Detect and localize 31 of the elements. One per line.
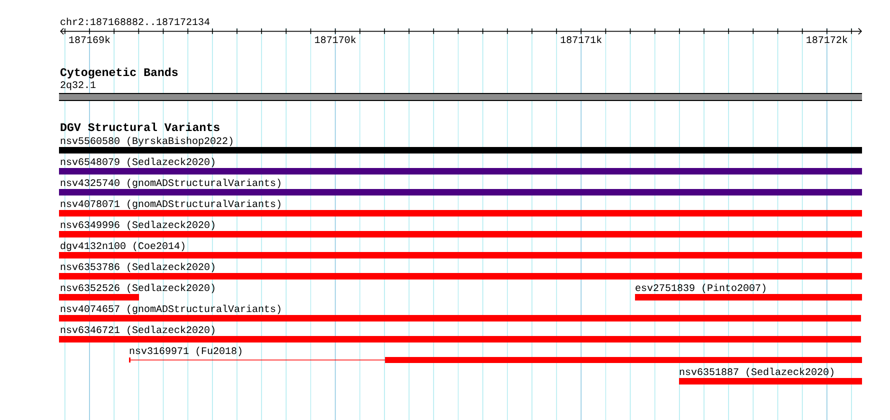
node-label: nsv6351887 (Sedlazeck2020) — [680, 368, 834, 378]
variant-feature: nsv6346721 (Sedlazeck2020) — [59, 326, 862, 342]
node-label: nsv5560580 (ByrskaBishop2022) — [60, 136, 232, 146]
variant-feature: nsv6548079 (Sedlazeck2020) — [59, 158, 862, 174]
variant-feature: nsv6351887 (Sedlazeck2020) — [679, 368, 862, 384]
node-label: nsv6352526 (Sedlazeck2020) — [60, 284, 214, 294]
node-label: nsv6548079 (Sedlazeck2020) — [60, 158, 214, 168]
variant-feature: esv2751839 (Pinto2007) — [635, 284, 862, 300]
node-label: esv2751839 (Pinto2007) — [636, 284, 766, 294]
variant-feature: nsv6349996 (Sedlazeck2020) — [59, 220, 862, 238]
variant-feature: nsv4074657 (gnomADStructuralVariants) — [59, 304, 862, 322]
cytoband-bar: 2q32.1 — [58, 81, 863, 101]
variant-feature: nsv4078071 (gnomADStructuralVariants) — [59, 200, 862, 216]
variant-feature: nsv6352526 (Sedlazeck2020) — [59, 284, 214, 300]
node-label: nsv4078071 (gnomADStructuralVariants) — [60, 200, 280, 210]
node-label: nsv4325740 (gnomADStructuralVariants) — [60, 178, 280, 188]
node-label: nsv6346721 (Sedlazeck2020) — [60, 326, 214, 336]
variant-feature: nsv6353786 (Sedlazeck2020) — [59, 262, 862, 280]
node-label: nsv6353786 (Sedlazeck2020) — [60, 262, 214, 272]
track-heading: Cytogenetic Bands — [60, 68, 178, 78]
node-label: 2q32.1 — [60, 81, 96, 90]
node-label: dgv4132n100 (Coe2014) — [60, 242, 184, 252]
node-label: nsv3169971 (Fu2018) — [130, 346, 242, 356]
node-label: nsv6349996 (Sedlazeck2020) — [60, 220, 214, 230]
track-heading: DGV Structural Variants — [60, 122, 220, 132]
variant-feature: nsv5560580 (ByrskaBishop2022) — [59, 136, 862, 154]
variant-feature: dgv4132n100 (Coe2014) — [59, 242, 862, 258]
variant-feature: nsv4325740 (gnomADStructuralVariants) — [59, 178, 862, 196]
variant-feature: nsv3169971 (Fu2018) — [128, 346, 862, 363]
location-label: chr2:187168882..187172134 — [60, 18, 210, 26]
node-label: nsv4074657 (gnomADStructuralVariants) — [60, 304, 280, 314]
